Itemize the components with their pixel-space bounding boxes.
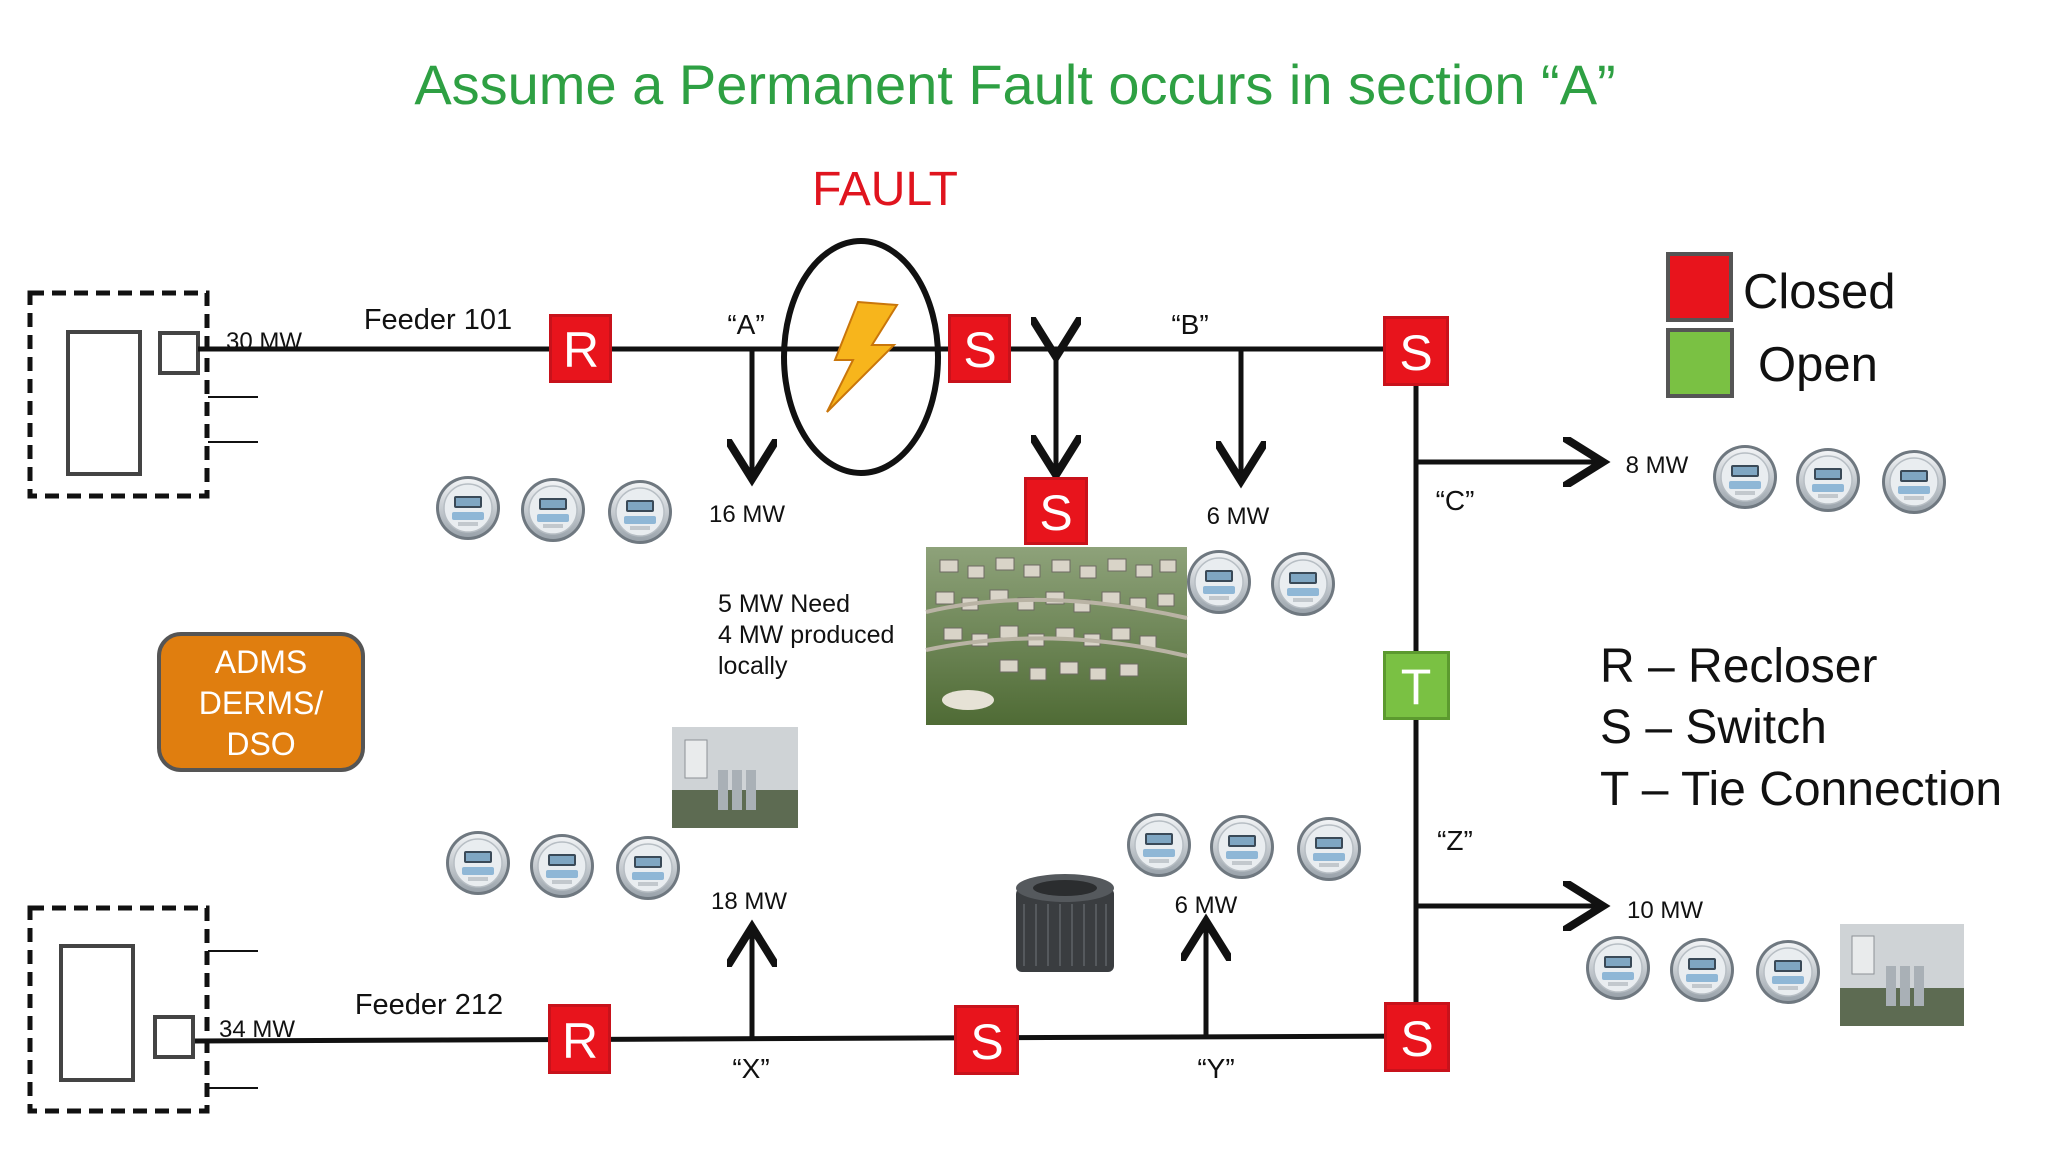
switch-a-b[interactable]: S xyxy=(948,314,1011,383)
device-key: R – Recloser S – Switch T – Tie Connecti… xyxy=(1600,640,2002,816)
recloser-label: R xyxy=(562,1013,598,1069)
meter-icon xyxy=(1795,447,1861,513)
fault-marker xyxy=(781,238,941,476)
switch-label: S xyxy=(970,1014,1003,1070)
legend-open-label: Open xyxy=(1758,338,1878,392)
key-recloser: R – Recloser xyxy=(1600,640,1877,693)
section-c-label: “C” xyxy=(1436,485,1475,516)
meter-group-x xyxy=(445,830,681,901)
key-tie: T – Tie Connection xyxy=(1600,763,2002,816)
switch-label: S xyxy=(963,322,996,378)
switch-der[interactable]: S xyxy=(1024,477,1088,545)
legend-closed-label: Closed xyxy=(1743,265,1896,319)
feeder-101-label: Feeder 101 xyxy=(364,304,512,336)
der-note-line-3: locally xyxy=(718,652,788,680)
section-a-label: “A” xyxy=(727,309,764,340)
load-a-value: 16 MW xyxy=(709,501,785,528)
load-arrows xyxy=(752,349,1598,1039)
legend: Closed Open xyxy=(1666,252,1896,398)
tie-label: T xyxy=(1401,659,1432,715)
fault-label: FAULT xyxy=(812,163,958,216)
meter-icon xyxy=(1270,551,1336,617)
key-switch: S – Switch xyxy=(1600,701,1827,754)
meter-group-z xyxy=(1585,935,1821,1005)
tie-connection[interactable]: T xyxy=(1383,651,1450,720)
der-note-line-1: 5 MW Need xyxy=(718,590,850,618)
ac-unit-icon xyxy=(1016,874,1114,972)
meter-icon xyxy=(1669,937,1735,1003)
feeder-212-label: Feeder 212 xyxy=(355,989,503,1021)
load-z-value: 10 MW xyxy=(1627,897,1703,924)
feeder-212-line xyxy=(194,1033,1417,1044)
load-b-value: 6 MW xyxy=(1207,503,1270,530)
recloser-feeder-212[interactable]: R xyxy=(548,1004,611,1074)
home-battery-photo-1 xyxy=(672,727,798,828)
recloser-feeder-101[interactable]: R xyxy=(549,314,612,383)
substation-101 xyxy=(27,290,258,499)
meter-icon xyxy=(520,477,586,543)
meter-icon xyxy=(1881,449,1947,515)
load-x-value: 18 MW xyxy=(711,888,787,915)
switch-y-z[interactable]: S xyxy=(1384,1002,1450,1072)
meter-icon xyxy=(607,479,673,545)
meter-icon xyxy=(1126,812,1192,878)
load-y-value: 6 MW xyxy=(1175,892,1238,919)
control-line-3: DSO xyxy=(226,726,295,762)
meter-group-a xyxy=(435,475,673,545)
load-c-value: 8 MW xyxy=(1626,452,1689,479)
meter-group-c xyxy=(1712,444,1947,515)
switch-label: S xyxy=(1400,1011,1433,1067)
slide-title: Assume a Permanent Fault occurs in secti… xyxy=(414,53,1615,116)
switch-label: S xyxy=(1039,485,1072,541)
der-note-line-2: 4 MW produced xyxy=(718,621,894,649)
section-z-label: “Z” xyxy=(1437,825,1473,856)
control-line-1: ADMS xyxy=(215,644,307,680)
neighborhood-photo xyxy=(925,547,1188,725)
home-battery-photo-2 xyxy=(1840,924,1964,1026)
switch-b-c[interactable]: S xyxy=(1383,316,1449,386)
adms-derms-dso-box[interactable]: ADMS DERMS/ DSO xyxy=(157,632,365,772)
legend-closed-swatch xyxy=(1670,256,1729,318)
substation-212 xyxy=(27,905,258,1114)
section-y-label: “Y” xyxy=(1197,1053,1234,1084)
control-line-2: DERMS/ xyxy=(199,685,324,721)
meter-icon xyxy=(1209,814,1275,880)
meter-icon xyxy=(445,830,511,896)
recloser-label: R xyxy=(563,322,599,378)
switch-x-y[interactable]: S xyxy=(954,1005,1019,1075)
section-x-label: “X” xyxy=(732,1053,769,1084)
feeder-212-capacity: 34 MW xyxy=(219,1016,295,1043)
meter-icon xyxy=(1296,816,1362,882)
lightning-icon xyxy=(826,300,899,413)
meter-icon xyxy=(435,475,501,541)
switch-label: S xyxy=(1399,325,1432,381)
section-b-label: “B” xyxy=(1171,309,1208,340)
meter-icon xyxy=(615,835,681,901)
meter-group-b xyxy=(1186,549,1336,617)
meter-icon xyxy=(1186,549,1252,615)
meter-icon xyxy=(529,833,595,899)
legend-open-swatch xyxy=(1670,332,1730,394)
meter-group-y xyxy=(1126,812,1362,882)
meter-icon xyxy=(1712,444,1778,510)
meter-icon xyxy=(1755,939,1821,1005)
feeder-101-capacity: 30 MW xyxy=(226,328,302,355)
meter-icon xyxy=(1585,935,1651,1001)
